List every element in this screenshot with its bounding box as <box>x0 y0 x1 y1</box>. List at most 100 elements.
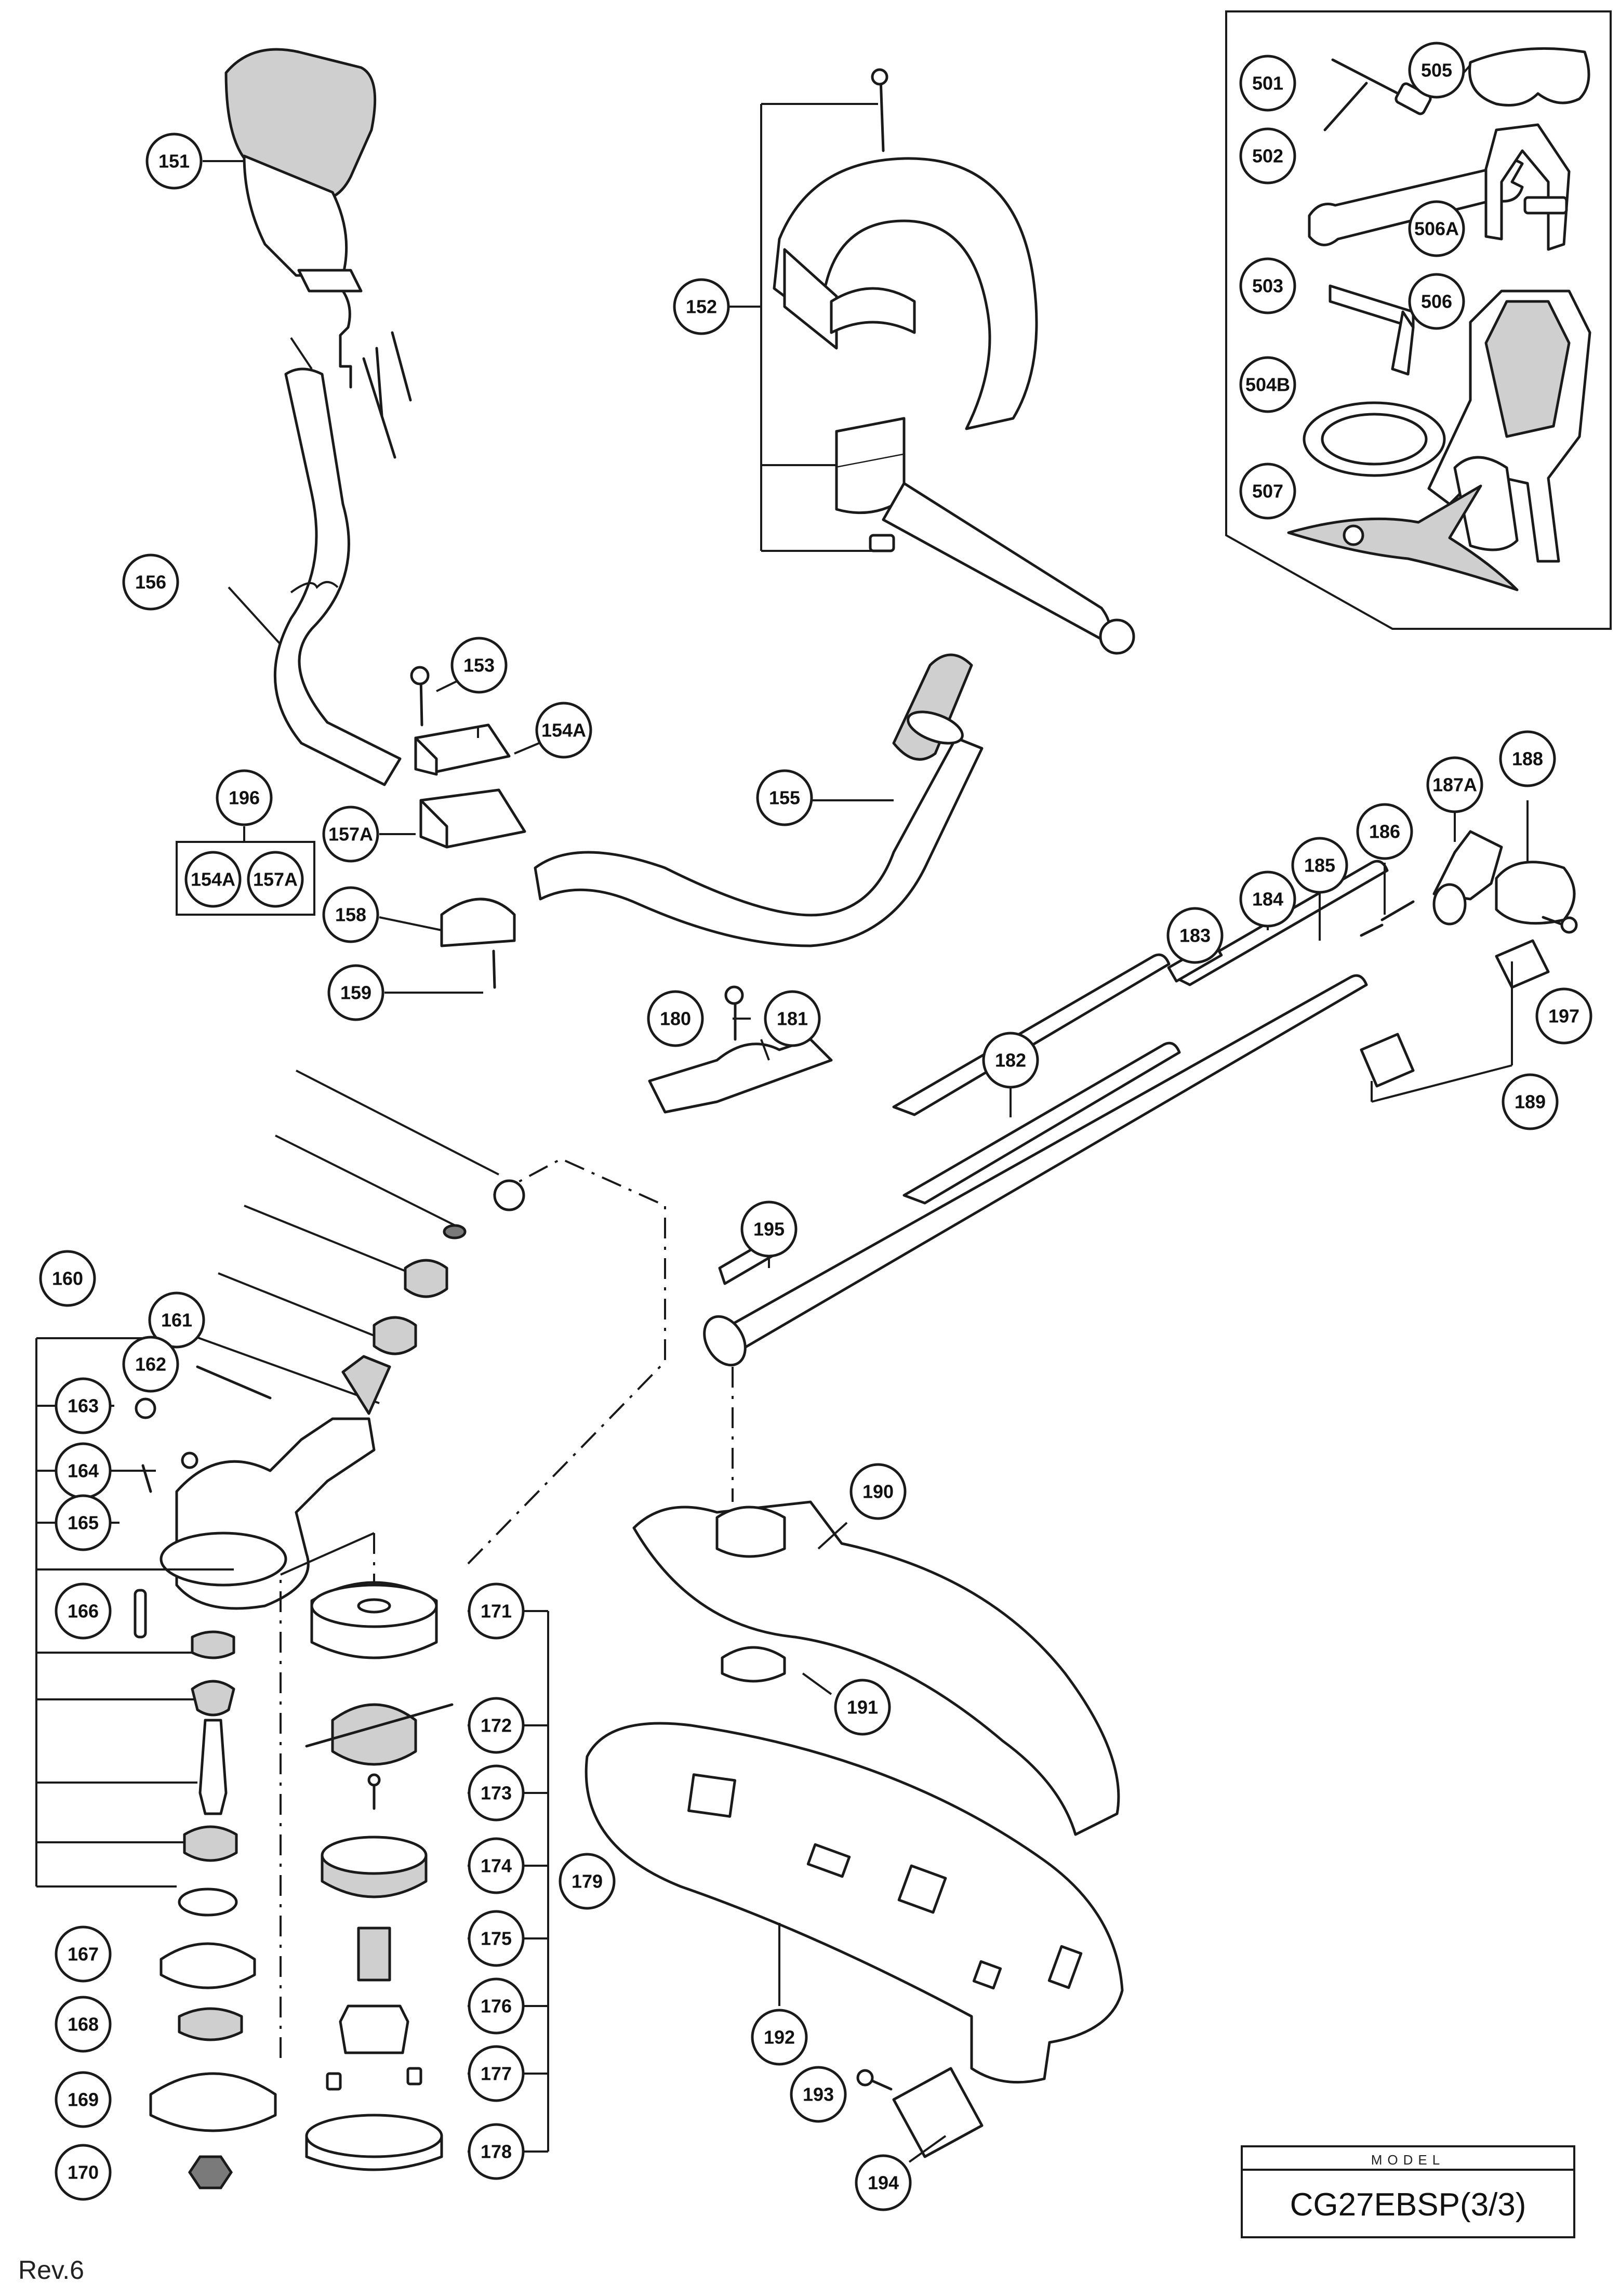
callout-162: 162 <box>122 1336 179 1393</box>
callout-193: 193 <box>790 2066 847 2123</box>
callout-176: 176 <box>468 1977 525 2035</box>
callout-192: 192 <box>751 2009 808 2066</box>
callout-186: 186 <box>1356 803 1413 860</box>
svg-text:175: 175 <box>481 1928 512 1949</box>
callout-170: 170 <box>55 2144 112 2201</box>
svg-text:154A: 154A <box>191 869 235 890</box>
svg-text:178: 178 <box>481 2141 512 2162</box>
svg-text:194: 194 <box>868 2172 899 2194</box>
svg-text:152: 152 <box>686 296 717 318</box>
kit-196-item-154a: 154A <box>184 851 242 908</box>
svg-text:173: 173 <box>481 1783 512 1804</box>
svg-text:501: 501 <box>1252 73 1283 94</box>
callout-505: 505 <box>1408 42 1465 99</box>
callout-507: 507 <box>1239 463 1296 520</box>
callout-187a: 187A <box>1426 756 1483 813</box>
svg-text:163: 163 <box>68 1395 99 1417</box>
callout-167: 167 <box>55 1925 112 1983</box>
callout-190: 190 <box>849 1463 907 1520</box>
callout-189: 189 <box>1502 1073 1559 1130</box>
svg-text:505: 505 <box>1421 60 1452 81</box>
callout-166: 166 <box>55 1582 112 1640</box>
svg-text:165: 165 <box>68 1512 99 1534</box>
svg-text:160: 160 <box>52 1268 83 1289</box>
svg-text:159: 159 <box>340 982 371 1004</box>
svg-text:191: 191 <box>847 1697 878 1718</box>
callout-502: 502 <box>1239 127 1296 184</box>
callout-185: 185 <box>1291 837 1348 894</box>
callout-184: 184 <box>1239 870 1296 928</box>
hex-key <box>1329 284 1415 376</box>
brush-blade <box>1287 484 1519 591</box>
svg-text:185: 185 <box>1304 855 1335 876</box>
svg-text:196: 196 <box>229 787 260 809</box>
svg-text:197: 197 <box>1548 1006 1579 1027</box>
svg-text:504B: 504B <box>1245 374 1290 395</box>
svg-text:161: 161 <box>161 1310 192 1331</box>
socket-wrench <box>1323 58 1432 131</box>
svg-text:167: 167 <box>68 1944 99 1965</box>
callout-164: 164 <box>55 1442 112 1499</box>
svg-text:506: 506 <box>1421 291 1452 312</box>
svg-text:154A: 154A <box>541 720 586 741</box>
kit-box-196 <box>176 826 315 916</box>
svg-text:506A: 506A <box>1414 218 1459 240</box>
throttle-bracket <box>648 985 833 1114</box>
callout-177: 177 <box>468 2045 525 2102</box>
svg-text:187A: 187A <box>1432 774 1477 796</box>
spanner <box>1308 158 1524 246</box>
svg-text:503: 503 <box>1252 275 1283 297</box>
callout-159: 159 <box>327 964 384 1021</box>
svg-text:188: 188 <box>1512 748 1543 770</box>
callout-157a: 157A <box>322 806 379 863</box>
kit-196-item-157a: 157A <box>247 851 304 908</box>
handle-tube-left <box>534 653 984 947</box>
svg-text:179: 179 <box>572 1871 603 1892</box>
handle-clamp-assembly <box>410 666 526 989</box>
callout-196: 196 <box>216 769 273 826</box>
svg-text:189: 189 <box>1515 1091 1546 1113</box>
svg-text:153: 153 <box>463 655 495 676</box>
callout-156: 156 <box>122 553 179 611</box>
svg-text:168: 168 <box>68 2014 99 2035</box>
svg-text:192: 192 <box>764 2027 795 2048</box>
svg-text:157A: 157A <box>253 869 298 890</box>
callout-194: 194 <box>855 2154 912 2211</box>
callout-179: 179 <box>559 1853 616 1910</box>
svg-text:170: 170 <box>68 2162 99 2183</box>
callout-155: 155 <box>756 769 813 826</box>
handle-tube-right <box>228 337 402 786</box>
loop-handle-assembly <box>727 68 1135 655</box>
callout-178: 178 <box>468 2123 525 2180</box>
svg-text:171: 171 <box>481 1601 512 1622</box>
svg-text:176: 176 <box>481 1996 512 2017</box>
callout-152: 152 <box>673 278 730 335</box>
callout-165: 165 <box>55 1494 112 1551</box>
svg-text:169: 169 <box>68 2089 99 2110</box>
callout-173: 173 <box>468 1764 525 1822</box>
revision-label: Rev.6 <box>18 2255 84 2285</box>
svg-text:180: 180 <box>660 1008 691 1030</box>
svg-text:172: 172 <box>481 1715 512 1736</box>
callout-163: 163 <box>55 1377 112 1434</box>
callout-197: 197 <box>1535 987 1592 1045</box>
svg-text:155: 155 <box>769 787 800 809</box>
svg-text:158: 158 <box>335 904 366 926</box>
callout-172: 172 <box>468 1697 525 1754</box>
callout-154a: 154A <box>535 702 592 759</box>
callout-180: 180 <box>647 990 704 1047</box>
callout-175: 175 <box>468 1910 525 1967</box>
svg-text:182: 182 <box>995 1050 1026 1071</box>
callout-169: 169 <box>55 2071 112 2128</box>
callout-174: 174 <box>468 1837 525 1894</box>
callout-171: 171 <box>468 1582 525 1640</box>
svg-text:181: 181 <box>777 1008 808 1030</box>
svg-text:162: 162 <box>135 1354 166 1375</box>
shoulder-harness <box>1427 289 1591 563</box>
svg-text:190: 190 <box>862 1481 894 1502</box>
svg-text:174: 174 <box>481 1855 512 1877</box>
svg-text:184: 184 <box>1252 889 1283 910</box>
accessory-box <box>1225 10 1612 630</box>
model-label: MODEL <box>1371 2152 1445 2168</box>
